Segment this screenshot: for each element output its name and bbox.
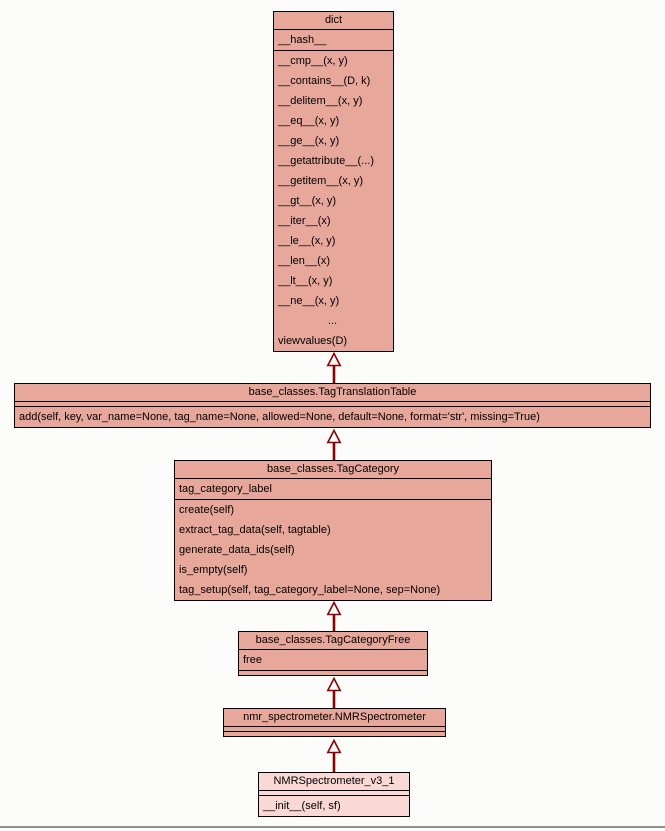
method-row: __eq__(x, y) — [278, 115, 340, 127]
class-box-nmrspectrometer-v3-1: NMRSpectrometer_v3_1 __init__(self, sf) — [258, 772, 410, 817]
method-row: create(self) — [179, 504, 235, 516]
class-title: dict — [324, 14, 343, 26]
method-row: __lt__(x, y) — [278, 275, 333, 287]
class-title: nmr_spectrometer.NMRSpectrometer — [243, 711, 426, 723]
class-title: base_classes.TagCategoryFree — [255, 634, 411, 646]
method-row: __ne__(x, y) — [278, 295, 340, 307]
class-attributes — [224, 726, 445, 731]
class-box-tagcategory: base_classes.TagCategory tag_category_la… — [174, 460, 492, 601]
class-methods — [224, 731, 445, 736]
inheritance-arrow — [326, 429, 342, 460]
method-row: __iter__(x) — [278, 215, 331, 227]
inheritance-arrow — [326, 739, 342, 772]
bottom-divider — [0, 826, 665, 828]
class-methods: __init__(self, sf) — [259, 795, 409, 816]
class-attributes: tag_category_label — [175, 478, 491, 499]
method-row: is_empty(self) — [179, 564, 248, 576]
method-row: __gt__(x, y) — [278, 195, 337, 207]
method-row: __cmp__(x, y) — [278, 55, 348, 67]
class-title: NMRSpectrometer_v3_1 — [273, 775, 395, 787]
class-methods: __cmp__(x, y) __contains__(D, k) __delitem… — [274, 50, 393, 351]
attribute-row: __hash__ — [278, 34, 327, 46]
attribute-row: free — [243, 654, 262, 666]
attribute-row: tag_category_label — [179, 483, 272, 495]
inheritance-arrow — [326, 601, 342, 631]
method-row: add(self, key, var_name=None, tag_name=N… — [19, 411, 540, 423]
method-row: __len__(x) — [278, 255, 330, 267]
method-row: __getattribute__(...) — [278, 155, 375, 167]
class-attributes — [15, 401, 650, 406]
method-row: viewvalues(D) — [278, 335, 348, 347]
class-attributes: __hash__ — [274, 29, 393, 50]
method-row: __le__(x, y) — [278, 235, 336, 247]
method-row: ... — [327, 315, 338, 327]
class-methods: add(self, key, var_name=None, tag_name=N… — [15, 406, 650, 427]
inheritance-arrow — [326, 677, 342, 708]
inheritance-arrow — [326, 352, 342, 383]
class-attributes — [259, 790, 409, 795]
method-row: __contains__(D, k) — [278, 75, 371, 87]
method-row: __init__(self, sf) — [263, 800, 341, 812]
method-row: __getitem__(x, y) — [278, 175, 363, 187]
class-methods — [239, 670, 427, 675]
class-attributes: free — [239, 649, 427, 670]
method-row: __delitem__(x, y) — [278, 95, 363, 107]
class-methods: create(self) extract_tag_data(self, tagta… — [175, 499, 491, 600]
method-row: __ge__(x, y) — [278, 135, 340, 147]
method-row: extract_tag_data(self, tagtable) — [179, 524, 331, 536]
class-box-tagcategoryfree: base_classes.TagCategoryFree free — [238, 631, 428, 676]
method-row: generate_data_ids(self) — [179, 544, 295, 556]
class-box-dict: dict __hash__ __cmp__(x, y) __contains__(… — [273, 11, 394, 352]
method-row: tag_setup(self, tag_category_label=None,… — [179, 584, 441, 596]
class-title: base_classes.TagTranslationTable — [248, 386, 417, 398]
class-box-tagtranslationtable: base_classes.TagTranslationTable add(sel… — [14, 383, 651, 428]
class-box-nmrspectrometer: nmr_spectrometer.NMRSpectrometer — [223, 708, 446, 737]
class-title: base_classes.TagCategory — [266, 463, 400, 475]
